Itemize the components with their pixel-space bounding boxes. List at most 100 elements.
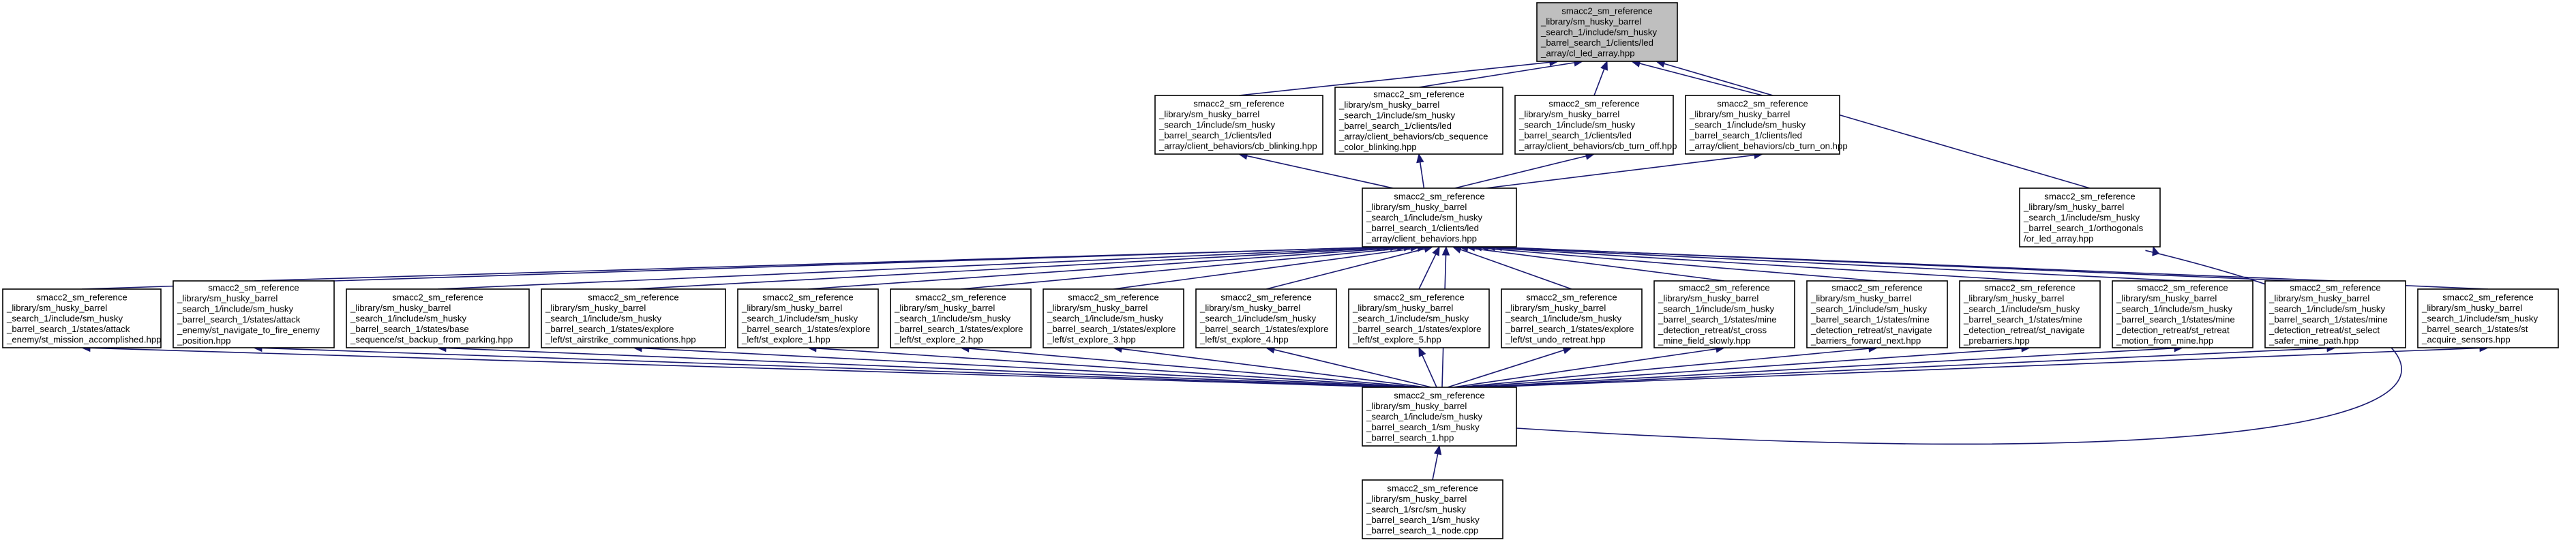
node-st-explore-2[interactable]: smacc2_sm_reference_library/sm_husky_bar… [890, 288, 1032, 348]
node-label-line: _library/sm_husky_barrel [177, 293, 278, 303]
edge-sm-husky-barrel-search-1-to-st-explore-3 [1121, 348, 1426, 388]
node-label-line: _left/st_explore_1.hpp [741, 334, 830, 344]
node-st-cross-mine-field-slowly[interactable]: smacc2_sm_reference_library/sm_husky_bar… [1653, 280, 1795, 348]
node-st-airstrike-communications[interactable]: smacc2_sm_reference_library/sm_husky_bar… [541, 288, 726, 348]
edge-arrowhead [1600, 60, 1608, 71]
edge-cb-sequence-color-blinking-to-cl-led-array [1418, 62, 1575, 88]
node-label-line: _library/sm_husky_barrel [1505, 303, 1606, 313]
node-label-line: _barrel_search_1/states/mine [2116, 314, 2235, 325]
node-label-line: _left/st_explore_2.hpp [894, 334, 983, 344]
edge-st-retreat-motion-from-mine-to-client-behaviors [1488, 246, 2183, 282]
node-label-line: smacc2_sm_reference [1831, 283, 1922, 293]
node-label-line: smacc2_sm_reference [1373, 292, 1464, 302]
node-label-line: _barrel_search_1/states/mine [1810, 314, 1930, 325]
node-label-line: _detection_retreat/st_select [2268, 325, 2380, 335]
node-label-line: _safer_mine_path.hpp [2268, 335, 2358, 346]
node-label-line: _search_1/include/sm_husky [2116, 304, 2232, 314]
node-label-line: _search_1/include/sm_husky [350, 313, 466, 323]
node-box [737, 288, 879, 348]
node-label-line: _detection_retreat/st_navigate [1963, 325, 2084, 335]
node-box [1195, 288, 1337, 348]
node-label-line: _barrel_search_1/clients/led [1518, 130, 1632, 140]
node-st-retreat-motion-from-mine[interactable]: smacc2_sm_reference_library/sm_husky_bar… [2112, 280, 2253, 348]
node-label-line: _barrel_search_1/clients/led [1366, 223, 1479, 233]
node-st-select-safer-mine-path[interactable]: smacc2_sm_reference_library/sm_husky_bar… [2264, 280, 2406, 348]
edge-st-explore-4-to-client-behaviors [1265, 248, 1425, 290]
node-label-line: _barrel_search_1/clients/led [1338, 121, 1452, 131]
node-cb-blinking[interactable]: smacc2_sm_reference_library/sm_husky_bar… [1154, 95, 1323, 155]
node-st-undo-retreat[interactable]: smacc2_sm_reference_library/sm_husky_bar… [1501, 288, 1643, 348]
node-label-line: smacc2_sm_reference [1526, 292, 1617, 302]
node-label-line: _library/sm_husky_barrel [1540, 16, 1641, 27]
node-label-line: _library/sm_husky_barrel [1689, 109, 1790, 119]
node-label-line: _search_1/include/sm_husky [2421, 313, 2538, 323]
node-box [1653, 280, 1795, 348]
node-label-line: _array/client_behaviors/cb_turn_off.hpp [1518, 140, 1677, 151]
node-label-line: _search_1/include/sm_husky [1810, 304, 1927, 314]
node-label-line: _detection_retreat/st_navigate [1810, 325, 1932, 335]
node-label-line: _detection_retreat/st_retreat [2116, 325, 2230, 335]
node-cb-sequence-color-blinking[interactable]: smacc2_sm_reference_library/sm_husky_bar… [1334, 87, 1503, 155]
edge-st-cross-mine-field-slowly-to-client-behaviors [1467, 247, 1725, 282]
node-cl-led-array[interactable]: smacc2_sm_reference_library/sm_husky_bar… [1536, 2, 1678, 62]
node-label-line: _search_1/include/sm_husky [1158, 119, 1275, 130]
node-label-line: _color_blinking.hpp [1338, 142, 1417, 152]
node-label-line: _barrel_search_1_node.cpp [1366, 525, 1478, 535]
node-label-line: smacc2_sm_reference [915, 292, 1006, 302]
node-label-line: _barrel_search_1/clients/led [1158, 130, 1272, 140]
node-label-line: _search_1/include/sm_husky [1338, 110, 1455, 121]
node-cb-turn-off[interactable]: smacc2_sm_reference_library/sm_husky_bar… [1514, 95, 1677, 155]
node-client-behaviors[interactable]: smacc2_sm_reference_library/sm_husky_bar… [1362, 188, 1517, 247]
node-st-explore-4[interactable]: smacc2_sm_reference_library/sm_husky_bar… [1195, 288, 1337, 348]
node-label-line: smacc2_sm_reference [1561, 5, 1652, 16]
node-st-navigate-to-fire-enemy-position[interactable]: smacc2_sm_reference_library/sm_husky_bar… [173, 280, 335, 348]
node-label-line: _search_1/include/sm_husky [741, 313, 858, 323]
node-label-line: _left/st_undo_retreat.hpp [1505, 334, 1606, 344]
node-label-line: smacc2_sm_reference [208, 283, 299, 293]
node-st-backup-from-parking[interactable]: smacc2_sm_reference_library/sm_husky_bar… [346, 288, 530, 348]
node-cb-turn-on[interactable]: smacc2_sm_reference_library/sm_husky_bar… [1685, 95, 1848, 155]
node-label-line: _library/sm_husky_barrel [1518, 109, 1619, 119]
node-label-line: _library/sm_husky_barrel [1366, 202, 1467, 212]
node-st-navigate-barriers-forward-next[interactable]: smacc2_sm_reference_library/sm_husky_bar… [1806, 280, 1948, 348]
node-label-line: _prebarriers.hpp [1963, 335, 2030, 346]
node-orthogonal-led-array[interactable]: smacc2_sm_reference_library/sm_husky_bar… [2019, 188, 2161, 247]
edge-arrowhead [1416, 153, 1424, 164]
node-st-acquire-sensors[interactable]: smacc2_sm_reference_library/sm_husky_bar… [2417, 288, 2559, 348]
node-label-line: smacc2_sm_reference [2442, 292, 2533, 302]
node-box [2112, 280, 2253, 348]
edge-client-behaviors-to-cb-turn-off [1454, 155, 1587, 189]
node-box [1362, 188, 1517, 247]
node-label-line: _enemy/st_mission_accomplished.hpp [6, 334, 162, 344]
node-label-line: _barrel_search_1/sm_husky [1366, 515, 1480, 525]
node-label-line: _library/sm_husky_barrel [1366, 401, 1467, 411]
node-st-explore-3[interactable]: smacc2_sm_reference_library/sm_husky_bar… [1043, 288, 1184, 348]
node-sm-husky-barrel-search-1[interactable]: smacc2_sm_reference_library/sm_husky_bar… [1362, 387, 1517, 447]
node-label-line: _search_1/include/sm_husky [1689, 119, 1806, 130]
node-label-line: _library/sm_husky_barrel [2116, 293, 2217, 303]
edge-sm-husky-barrel-search-1-to-st-mission-accomplished [89, 347, 1394, 388]
node-st-mission-accomplished[interactable]: smacc2_sm_reference_library/sm_husky_bar… [2, 288, 162, 348]
node-sm-husky-barrel-search-1-node[interactable]: smacc2_sm_reference_library/sm_husky_bar… [1362, 479, 1503, 539]
node-label-line: _array/client_behaviors/cb_blinking.hpp [1158, 140, 1317, 151]
edge-sm-husky-barrel-search-1-to-st-explore-1 [815, 347, 1416, 388]
edge-sm-husky-barrel-search-1-to-st-undo-retreat [1447, 349, 1564, 388]
node-st-explore-5[interactable]: smacc2_sm_reference_library/sm_husky_bar… [1348, 288, 1490, 348]
node-label-line: _barrel_search_1/states/mine [2268, 314, 2388, 325]
node-label-line: smacc2_sm_reference [1193, 98, 1284, 108]
node-label-line: smacc2_sm_reference [1373, 89, 1464, 100]
edge-sm-husky-barrel-search-1-to-st-explore-2 [968, 348, 1421, 388]
edge-st-navigate-to-fire-enemy-position-to-client-behaviors [253, 246, 1384, 282]
node-label-line: _search_1/src/sm_husky [1366, 504, 1466, 514]
edge-arrowhead [1433, 445, 1442, 455]
node-st-explore-1[interactable]: smacc2_sm_reference_library/sm_husky_bar… [737, 288, 879, 348]
node-label-line: _library/sm_husky_barrel [1352, 303, 1453, 313]
node-box [1536, 2, 1678, 62]
node-label-line: _position.hpp [177, 335, 230, 346]
edge-client-behaviors-to-cb-turn-on [1485, 154, 1755, 189]
node-label-line: _barrel_search_1/states/explore [1199, 324, 1328, 334]
node-st-navigate-prebarriers[interactable]: smacc2_sm_reference_library/sm_husky_bar… [1959, 280, 2101, 348]
edge-sm-husky-barrel-search-1-node-to-sm-husky-barrel-search-1 [1432, 453, 1439, 481]
node-box [1959, 280, 2101, 348]
